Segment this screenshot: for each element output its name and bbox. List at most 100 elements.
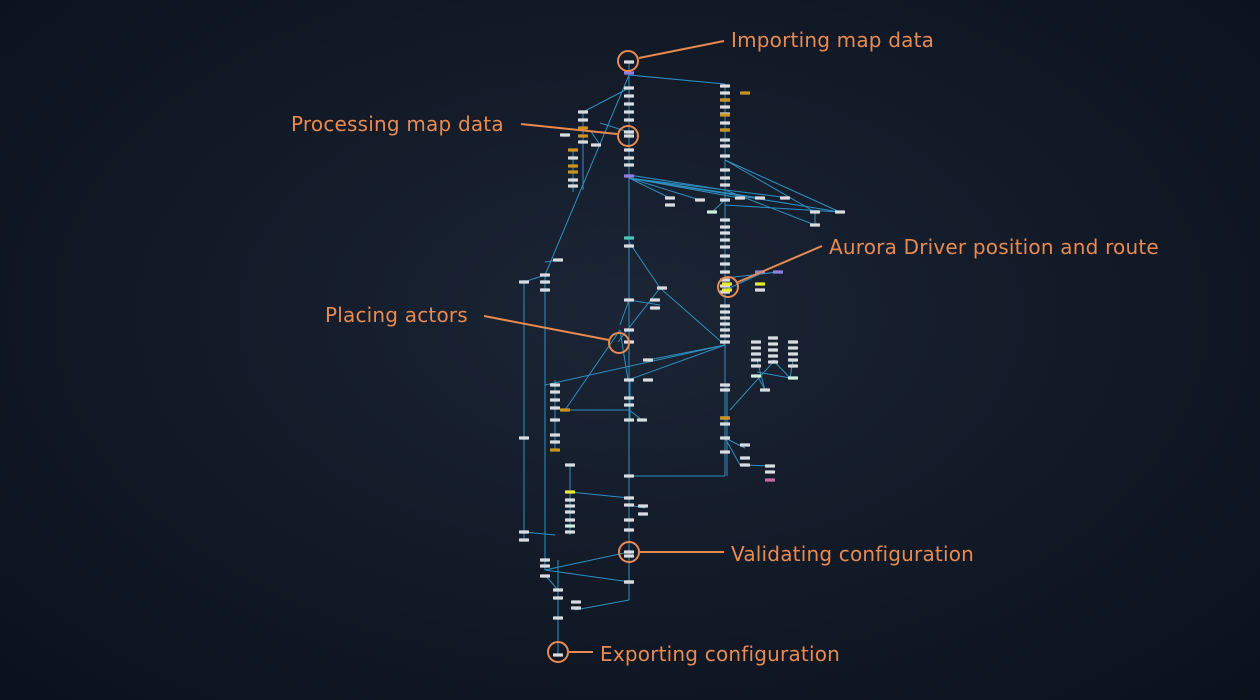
graph-node — [650, 298, 660, 302]
graph-edge — [628, 74, 726, 85]
label-importing-map-data: Importing map data — [731, 28, 935, 52]
graph-node — [755, 282, 765, 286]
graph-node — [568, 148, 578, 152]
graph-node — [568, 178, 578, 182]
highlight-ring — [617, 125, 639, 147]
graph-edge — [628, 409, 643, 421]
graph-node — [695, 198, 705, 202]
graph-node — [751, 364, 761, 368]
graph-node — [565, 504, 575, 508]
graph-node — [519, 436, 529, 440]
graph-node — [720, 98, 730, 102]
graph-node — [550, 398, 560, 402]
graph-node — [720, 383, 730, 387]
graph-node — [665, 203, 675, 207]
graph-edge — [711, 199, 726, 213]
graph-edge — [628, 177, 671, 199]
graph-node — [624, 528, 634, 532]
graph-edge — [724, 159, 841, 213]
graph-node — [720, 436, 730, 440]
highlight-ring — [618, 541, 640, 563]
graph-node — [624, 148, 634, 152]
graph-node — [720, 328, 730, 332]
graph-node — [810, 223, 820, 227]
graph-node — [720, 238, 730, 242]
label-processing-map-data: Processing map data — [291, 112, 504, 136]
graph-node — [720, 422, 730, 426]
graph-node — [720, 388, 730, 392]
highlight-ring — [717, 276, 739, 298]
graph-node — [720, 105, 730, 109]
graph-node — [578, 134, 588, 138]
graph-node — [720, 84, 730, 88]
graph-node — [624, 378, 634, 382]
graph-edge — [569, 491, 630, 499]
graph-node — [540, 558, 550, 562]
graph-node — [768, 360, 778, 364]
graph-node — [768, 342, 778, 346]
graph-node — [624, 518, 634, 522]
graph-node — [720, 316, 730, 320]
graph-node — [643, 378, 653, 382]
graph-node — [624, 118, 634, 122]
leader-line — [483, 315, 610, 341]
label-exporting-configuration: Exporting configuration — [600, 642, 841, 666]
graph-node — [553, 616, 563, 620]
graph-edge — [729, 359, 776, 411]
graph-node — [720, 121, 730, 125]
graph-edge — [628, 299, 661, 306]
graph-node — [565, 530, 575, 534]
graph-node — [751, 340, 761, 344]
graph-edge — [789, 359, 794, 379]
graph-edge — [659, 287, 726, 346]
graph-node — [568, 164, 578, 168]
highlight-ring — [608, 332, 630, 354]
graph-node — [788, 340, 798, 344]
graph-edge — [724, 159, 816, 213]
graph-node — [550, 406, 560, 410]
graph-edge — [724, 273, 761, 291]
graph-node — [571, 600, 581, 604]
graph-node — [550, 418, 560, 422]
graph-node — [624, 418, 634, 422]
highlight-ring — [547, 641, 569, 663]
graph-node — [765, 470, 775, 474]
graph-edge — [574, 599, 630, 611]
graph-edge — [724, 204, 841, 213]
graph-node — [568, 156, 578, 160]
graph-node — [720, 340, 730, 344]
graph-node — [624, 156, 634, 160]
graph-node — [788, 364, 798, 368]
graph-node — [624, 86, 634, 90]
leader-line — [638, 40, 725, 59]
graph-edge — [523, 531, 556, 536]
graph-node — [578, 126, 588, 130]
graph-node — [550, 383, 560, 387]
leader-line — [520, 123, 618, 135]
graph-node — [550, 440, 560, 444]
graph-node — [643, 358, 653, 362]
graph-node — [550, 390, 560, 394]
graph-node — [765, 478, 775, 482]
graph-node — [540, 288, 550, 292]
graph-node — [565, 463, 575, 467]
graph-node — [722, 282, 732, 286]
graph-node — [810, 210, 820, 214]
graph-node — [720, 245, 730, 249]
graph-node — [553, 258, 563, 262]
graph-node — [624, 60, 634, 64]
graph-node — [550, 448, 560, 452]
label-aurora-driver-position: Aurora Driver position and route — [829, 235, 1159, 259]
graph-node — [720, 416, 730, 420]
graph-node — [768, 336, 778, 340]
graph-node — [624, 244, 634, 248]
graph-node — [751, 346, 761, 350]
graph-node — [624, 130, 634, 134]
graph-edge — [544, 569, 631, 583]
graph-node — [571, 606, 581, 610]
graph-node — [720, 334, 730, 338]
graph-node — [540, 564, 550, 568]
graph-node — [740, 456, 750, 460]
graph-node — [760, 388, 770, 392]
graph-node — [740, 91, 750, 95]
